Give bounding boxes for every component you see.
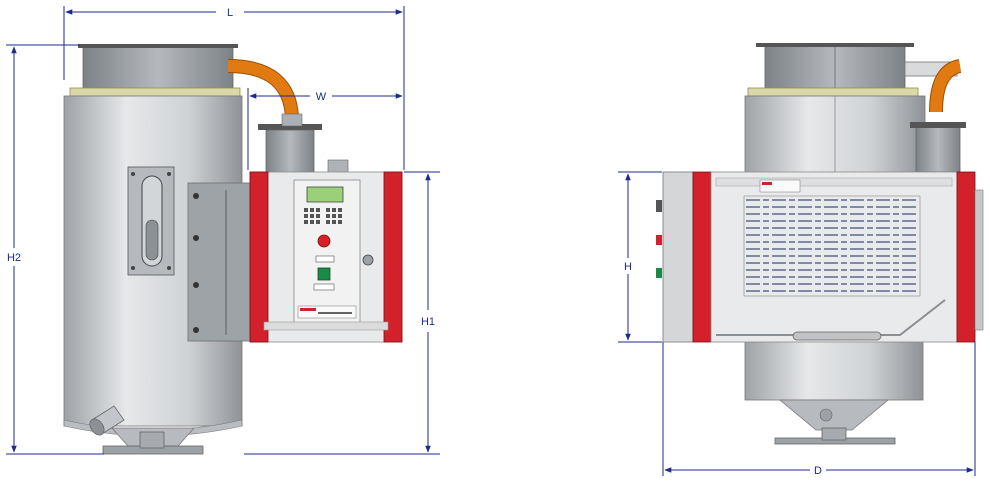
brand-logo-mark-front	[762, 182, 772, 185]
top-rail	[715, 177, 953, 187]
hopper-lower-front	[744, 337, 924, 401]
hopper-cone-front	[778, 399, 890, 431]
dryer-inlet-flange	[258, 124, 322, 130]
outlet-pipe	[89, 405, 125, 436]
power-switch[interactable]	[317, 267, 331, 281]
dim-label-W: W	[316, 91, 327, 103]
bolt	[167, 266, 171, 270]
lid-base-ring-front	[747, 87, 919, 97]
dim-label-H1: H1	[421, 316, 435, 328]
red-frame-front-left	[692, 171, 712, 343]
dim-label-H: H	[624, 261, 632, 273]
dryer-inlet-flange-front	[910, 122, 966, 128]
dim-label-L: L	[227, 7, 233, 19]
red-frame-right	[383, 171, 403, 343]
mounting-plate	[187, 182, 251, 342]
keypad[interactable]	[304, 208, 342, 224]
handle-rail	[792, 331, 882, 341]
drain-port	[819, 408, 833, 422]
right-view	[656, 43, 984, 445]
lcd-display[interactable]	[306, 186, 344, 203]
outlet-valve-front	[821, 427, 847, 441]
orange-hose-front	[930, 60, 962, 113]
ventilation-grille	[743, 195, 921, 297]
switch-label	[313, 283, 335, 291]
sight-glass-level	[145, 219, 159, 261]
side-panel-left	[662, 171, 694, 343]
red-frame-left	[249, 171, 269, 343]
dimension-W: W	[247, 88, 403, 170]
label-plate	[315, 255, 335, 263]
dimension-H: H	[618, 171, 662, 343]
grille-frame	[743, 195, 921, 297]
side-panel-right	[974, 189, 984, 331]
bottom-trim	[716, 299, 946, 336]
dimension-H1: H1	[244, 171, 440, 455]
dryer-inlet	[265, 129, 315, 175]
side-indicator-green	[656, 268, 662, 278]
orange-hose	[227, 60, 298, 119]
dimension-H2: H2	[6, 44, 104, 455]
brand-logo-mark	[300, 308, 316, 311]
lid-flange-top-front	[756, 43, 914, 47]
brand-plate	[297, 305, 357, 319]
dim-label-D: D	[814, 465, 822, 477]
side-indicator-red	[656, 235, 662, 245]
control-panel	[293, 179, 361, 329]
dimension-L: L	[63, 6, 405, 170]
lid-base-ring	[69, 87, 241, 97]
dryer-inlet-front	[915, 125, 961, 173]
lid-flange-top	[78, 44, 238, 48]
dim-label-H2: H2	[7, 252, 21, 264]
bolt	[131, 266, 135, 270]
cabinet-feet	[263, 321, 389, 331]
hose-coupling	[281, 113, 303, 127]
hopper-lid	[82, 44, 234, 92]
cable-gland	[362, 254, 374, 266]
red-frame-front-right	[956, 171, 976, 343]
outlet-valve	[139, 431, 165, 449]
bolt	[167, 172, 171, 176]
dimension-D: D	[662, 342, 976, 477]
emergency-stop-button[interactable]	[317, 234, 331, 248]
brand-plate-front	[759, 179, 801, 193]
side-connector	[656, 200, 662, 212]
mounting-bolts	[193, 193, 199, 333]
bolt	[131, 172, 135, 176]
left-view	[63, 44, 403, 455]
